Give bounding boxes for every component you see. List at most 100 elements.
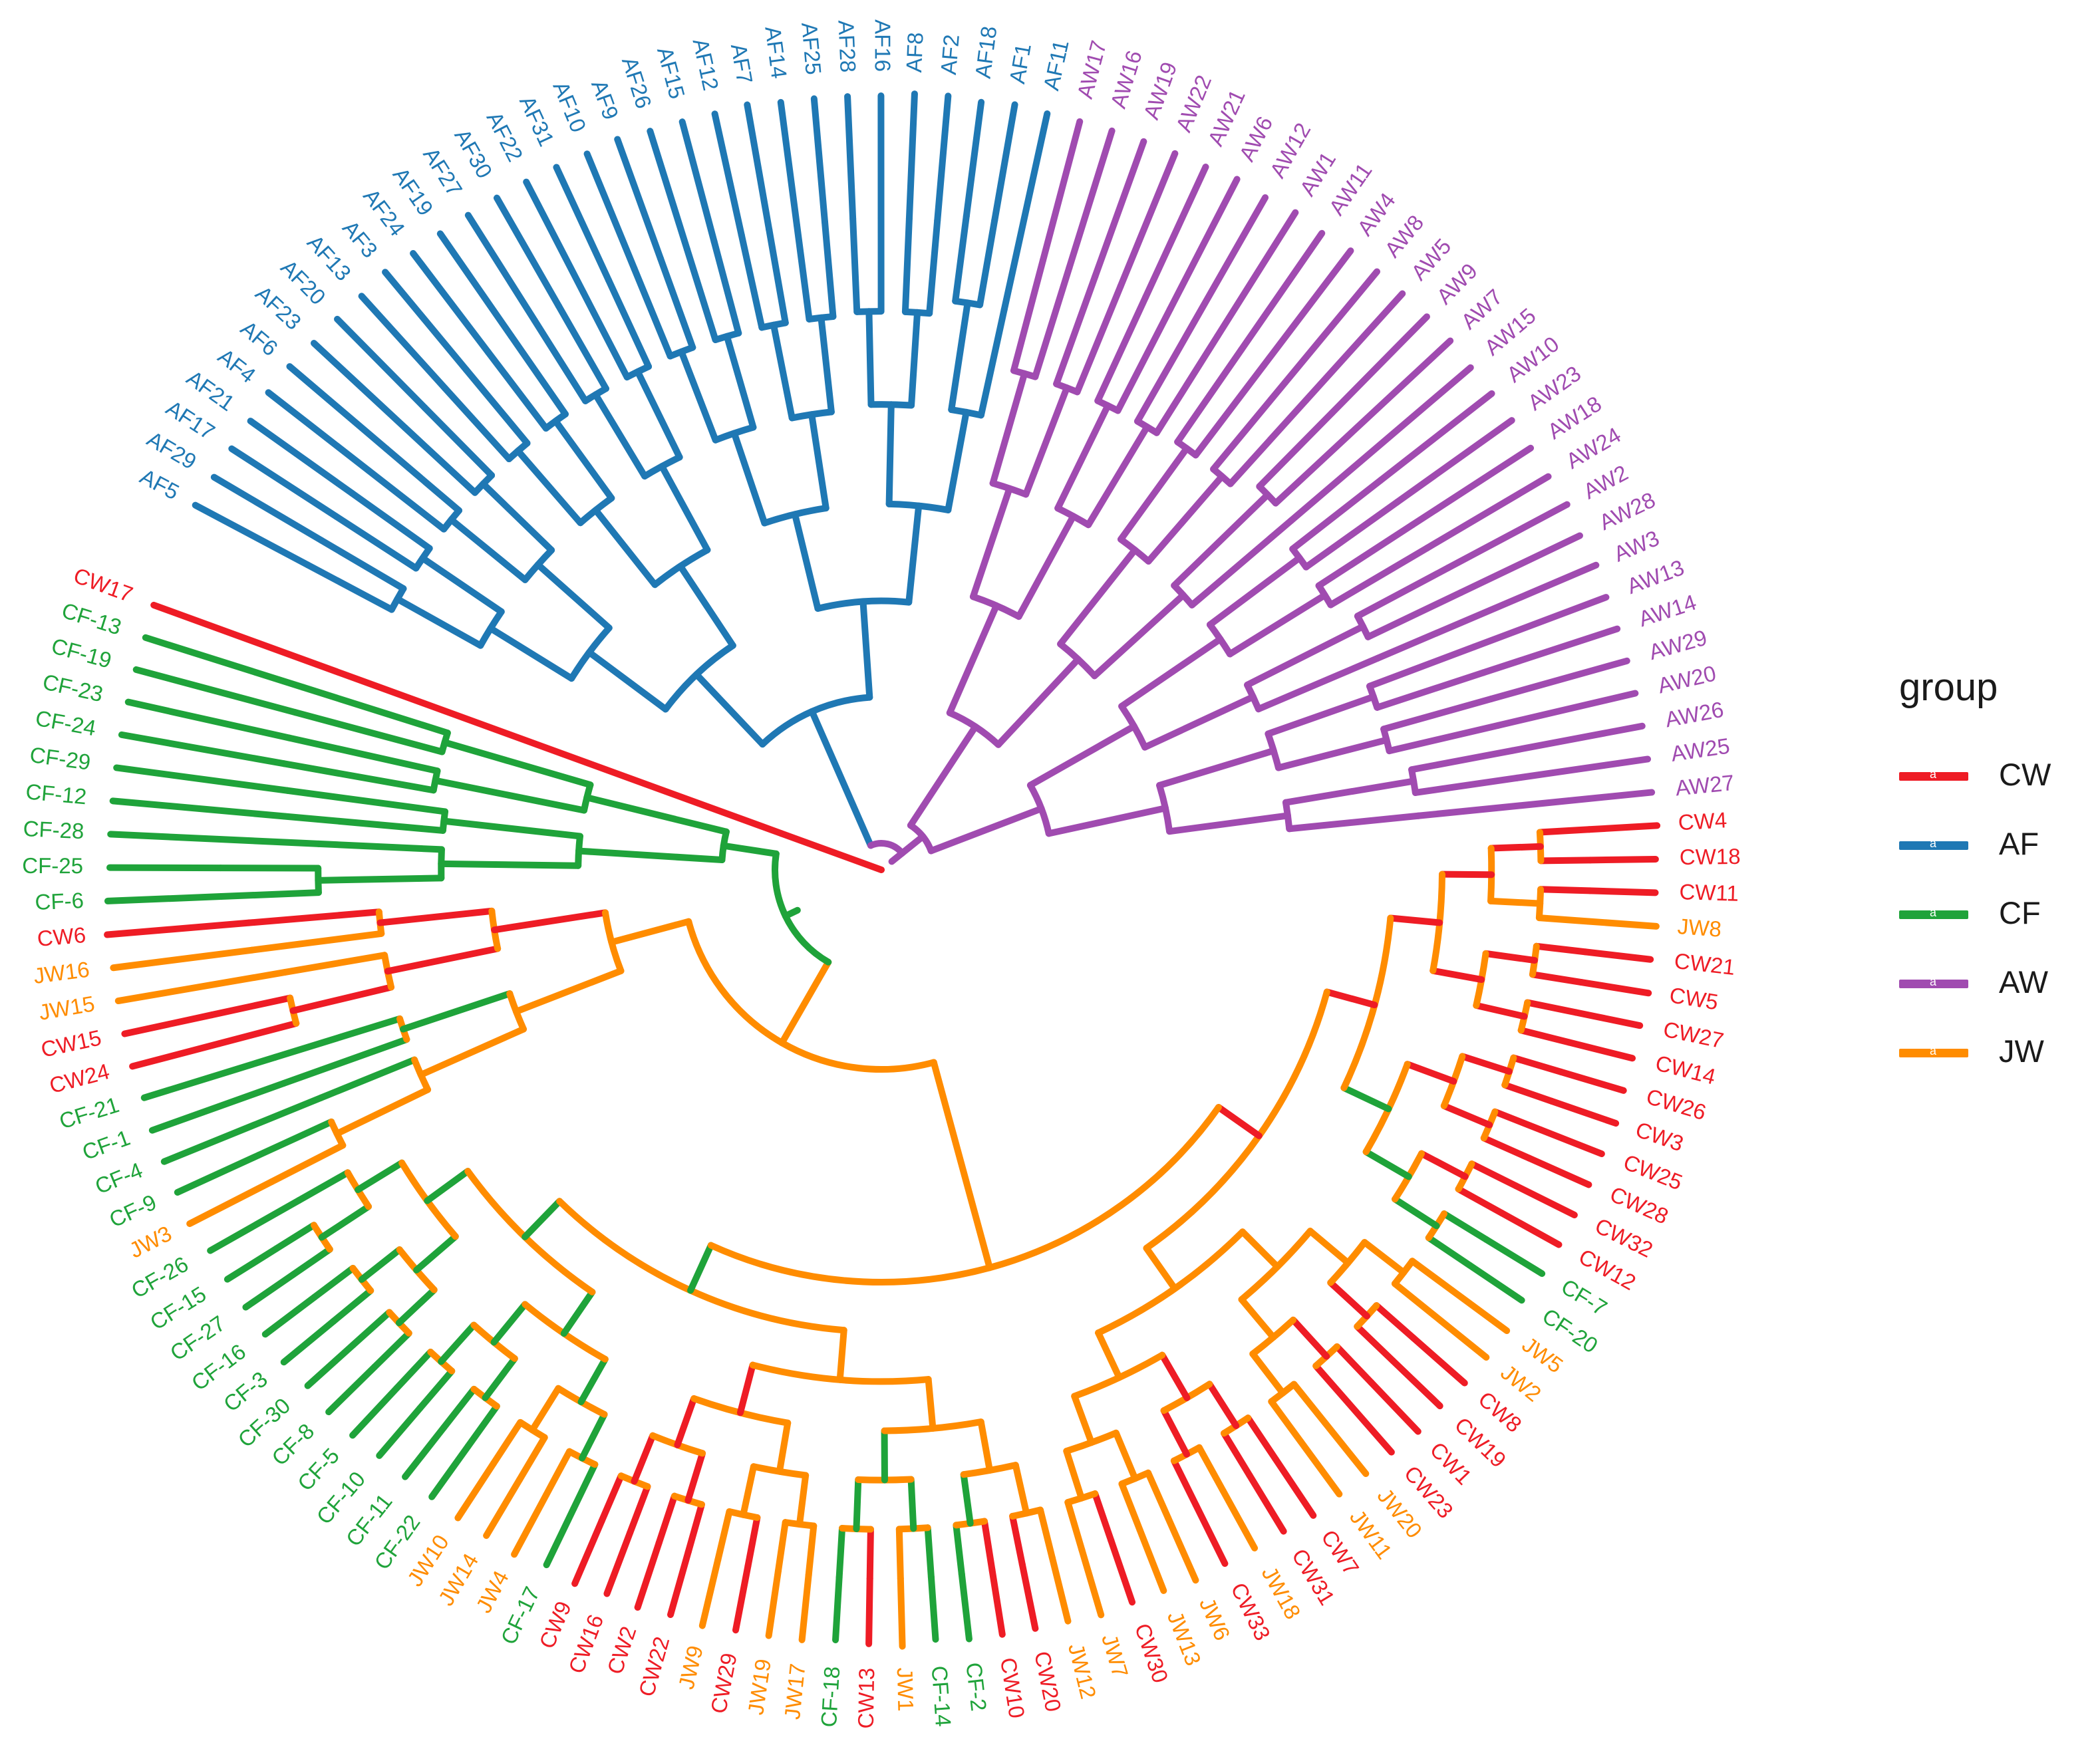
leaf-branch [1424,473,1552,552]
leaf-branch [1219,1487,1259,1551]
tip-label: CF-6 [35,888,84,914]
internal-branch [490,1301,529,1346]
internal-branch [1063,1448,1085,1502]
leaf-branch [765,1567,782,1639]
leaf-branch [678,118,718,245]
leaf-branch [1302,290,1406,404]
leaf-branch [698,1556,722,1629]
tip-label: AF7 [726,42,758,86]
leaf-branch [744,101,773,233]
internal-branch [1302,499,1401,571]
leaf-branch [711,110,745,239]
internal-branch [1473,1002,1528,1020]
tip-label: CF-21 [57,1092,122,1133]
leaf-branch [1389,1357,1443,1410]
internal-branch [1114,305,1174,414]
internal-branch [796,1472,810,1528]
internal-branch [1015,513,1077,620]
tip-label: AF10 [548,78,591,136]
internal-branch [580,289,631,381]
internal-branch [1333,1343,1375,1386]
internal-branch [218,889,322,900]
internal-branch [1275,736,1390,771]
internal-branch [350,1309,393,1348]
internal-branch [1085,423,1151,529]
internal-branch [1404,1061,1457,1085]
internal-branch [822,219,837,321]
internal-branch [490,1418,524,1467]
internal-branch [1256,409,1336,490]
tip-label: AF9 [587,76,623,123]
internal-branch [793,221,813,323]
internal-branch [482,1355,518,1401]
leaf-branch [991,101,1018,224]
leaf-branch [121,1011,216,1037]
leaf-branch [614,136,664,262]
leaf-branch [261,1293,318,1338]
legend-label: JW [1999,1033,2044,1069]
legend-label: AW [1999,964,2048,1000]
internal-branch [534,561,613,632]
internal-branch [1373,1302,1418,1342]
internal-branch [330,1287,375,1325]
tip-label: CF-13 [59,598,125,640]
internal-branch [865,308,875,408]
leaf-branch [1281,268,1381,386]
leaf-branch [113,764,291,794]
internal-branch [1032,264,1073,380]
tip-label: AF1 [1004,42,1036,86]
leaf-branch [334,315,428,412]
internal-branch [512,967,625,1015]
internal-branch [577,1355,609,1406]
leaf-branch [104,893,225,904]
internal-branch [365,467,448,533]
leaf-branch [107,831,323,847]
internal-branch [1153,333,1221,436]
internal-branch [1482,950,1539,964]
internal-branch [683,246,719,343]
internal-branch [659,463,711,553]
leaf-branch [304,1341,357,1389]
internal-branch [908,309,921,409]
leaf-branch [186,1178,275,1228]
leaf-branch [242,1271,297,1311]
internal-branch [268,1142,347,1186]
internal-branch [710,238,742,337]
leaf-branch [148,1079,287,1134]
internal-branch [1391,1280,1437,1318]
internal-branch [1290,1316,1330,1360]
internal-branch [676,563,736,649]
internal-branch [1170,1457,1199,1509]
internal-branch [583,794,730,835]
internal-branch [1210,379,1288,473]
internal-branch [255,1118,335,1158]
internal-branch [384,945,502,975]
internal-branch [281,952,388,976]
tip-label: JW15 [37,991,96,1025]
internal-branch [960,1471,974,1527]
internal-branch [487,624,575,682]
leaf-branch [1565,1039,1636,1062]
internal-branch [674,1395,698,1448]
branch-arc [867,840,906,857]
leaf-branch [160,1094,325,1165]
tip-label: AW13 [1624,555,1688,599]
leaf-branch [228,445,340,520]
internal-branch [1282,777,1418,806]
internal-branch [976,217,998,309]
leaf-branch [104,919,253,938]
internal-branch [333,513,420,572]
internal-branch [730,430,768,527]
internal-branch [1487,843,1544,852]
tip-label: AW25 [1670,734,1731,766]
tip-label: AF15 [653,45,690,102]
internal-branch [413,1233,459,1274]
internal-branch [885,401,895,507]
internal-branch [901,215,913,315]
internal-branch [1408,747,1516,773]
leaf-branch [832,1573,843,1643]
internal-branch [1535,914,1592,925]
leaf-branch [523,178,587,296]
tip-label: JW6 [1195,1594,1235,1644]
